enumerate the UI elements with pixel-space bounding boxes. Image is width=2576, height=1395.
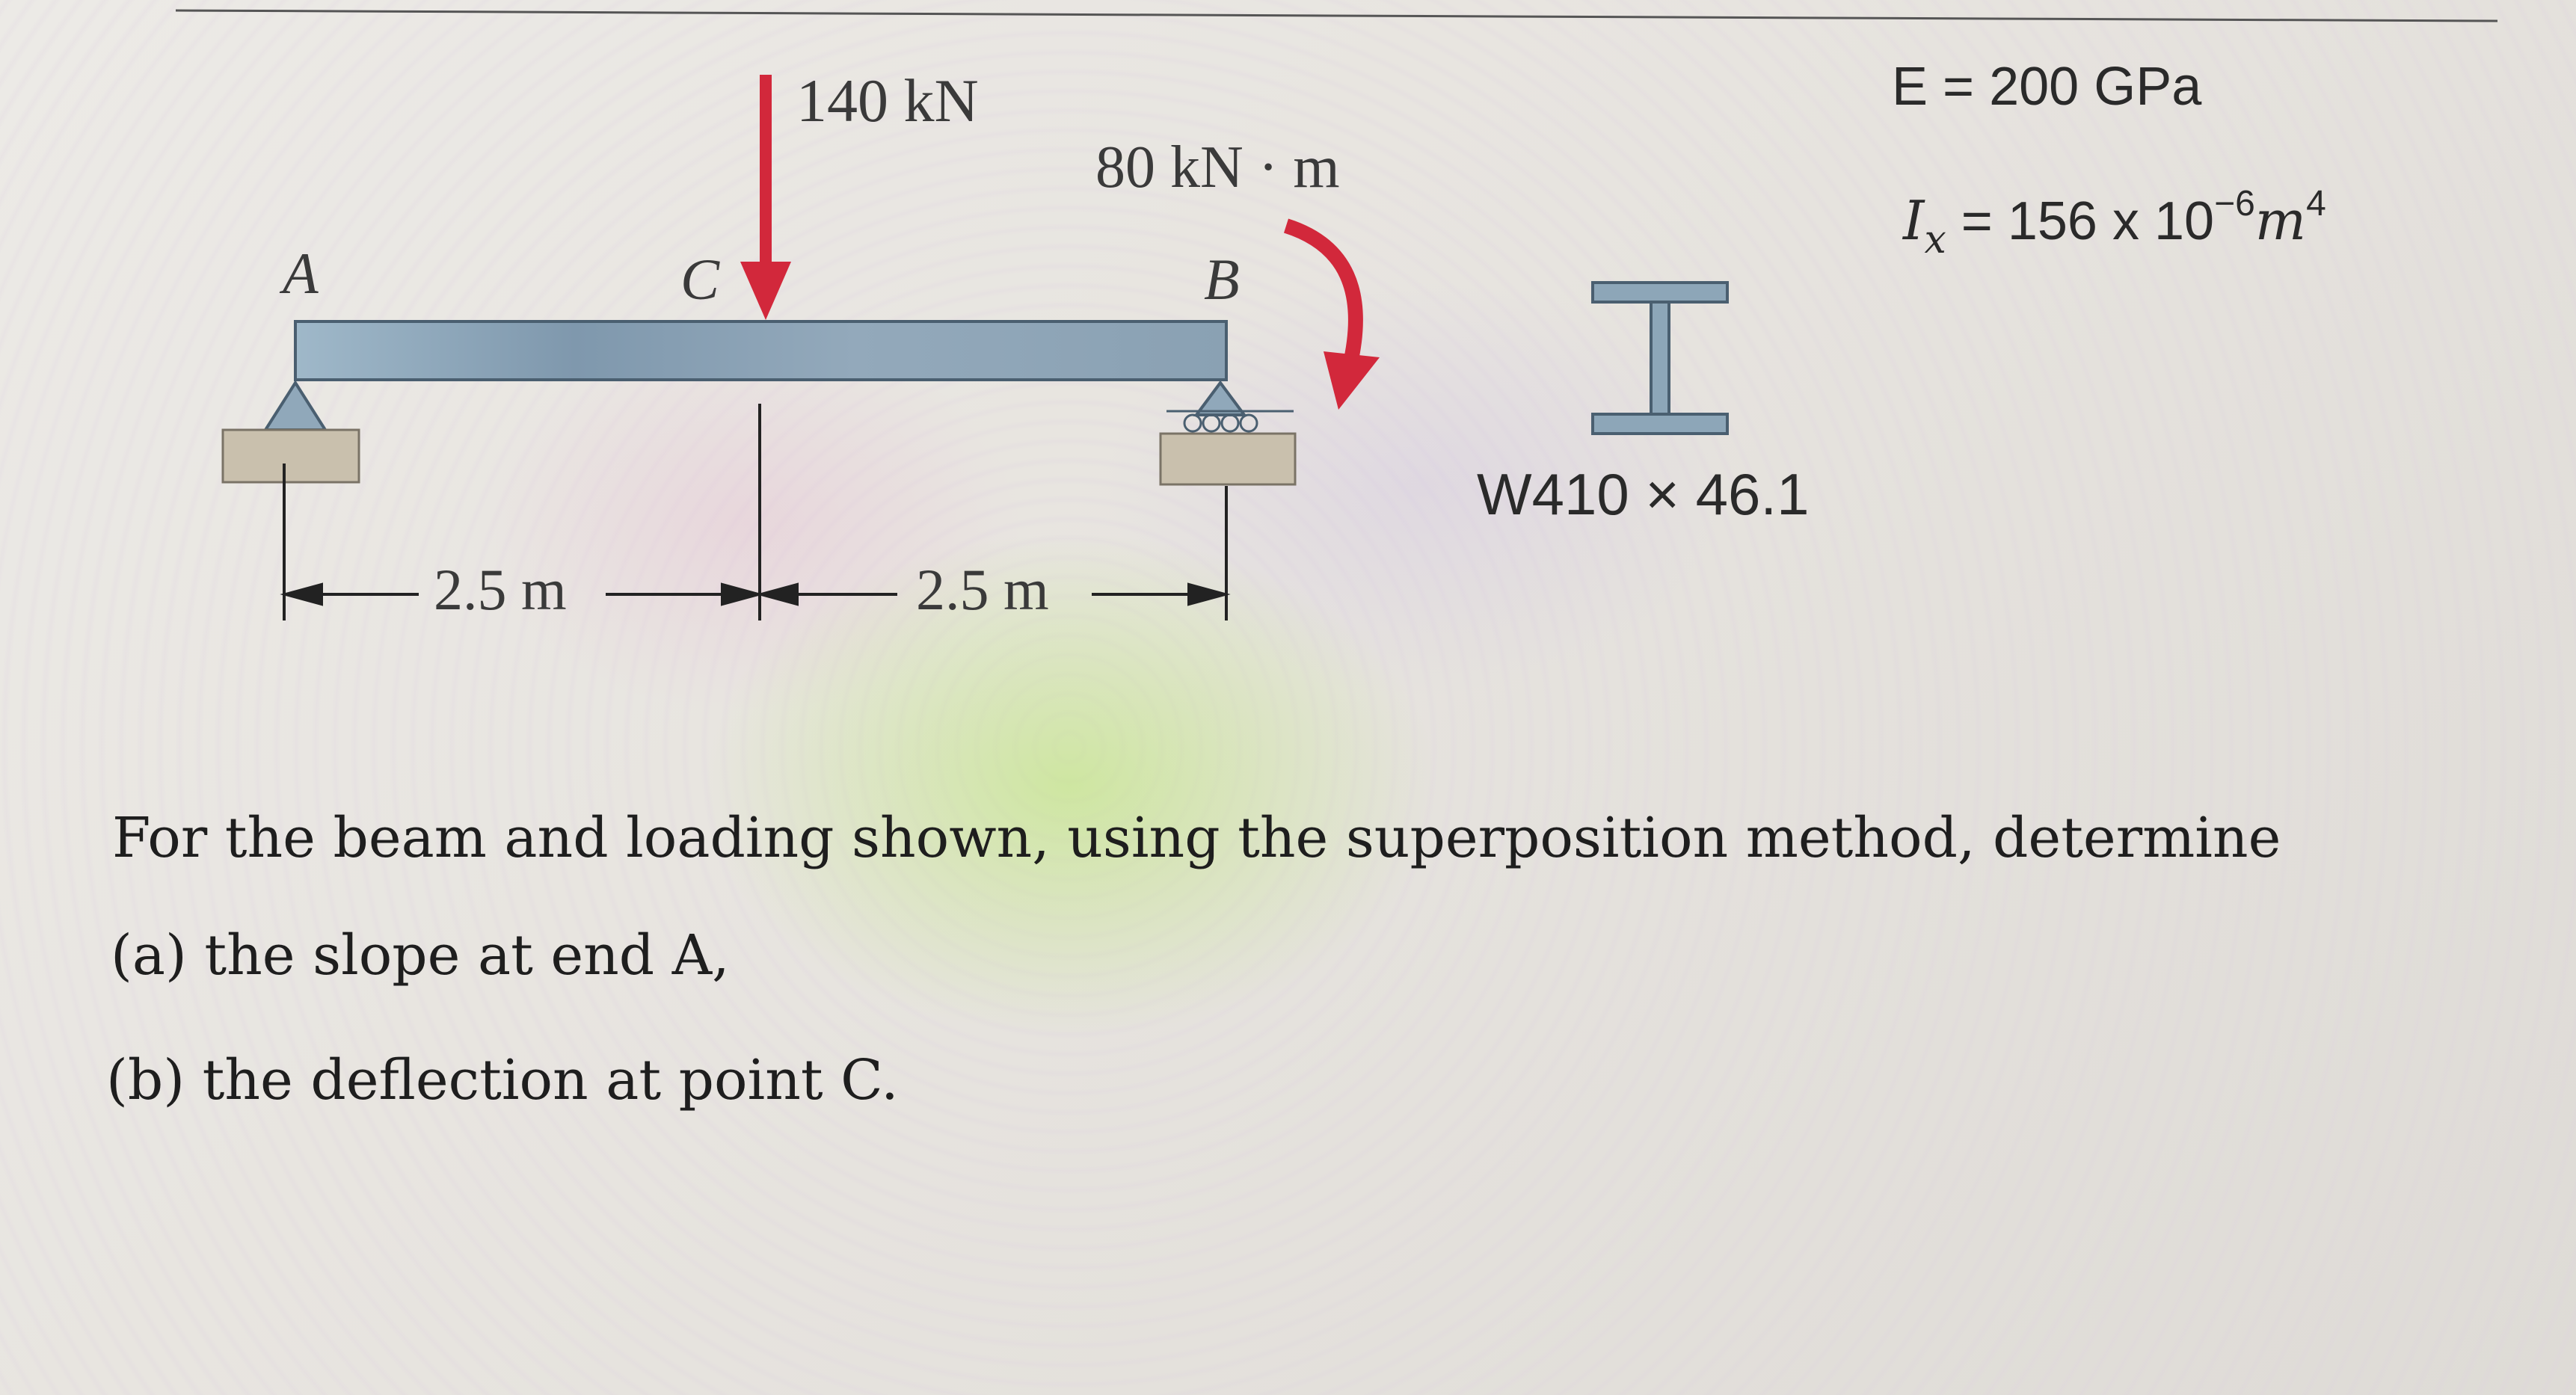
question-part-a: (a) the slope at end A,: [111, 923, 730, 988]
point-label-c: C: [680, 247, 720, 312]
inertia-unit-exponent: 4: [2306, 184, 2326, 224]
inertia-value: = 156 x 10: [1946, 191, 2214, 251]
beam: [294, 320, 1228, 381]
inertia-unit: m: [2255, 189, 2306, 252]
inertia-symbol: I: [1902, 189, 1925, 252]
dimension-lines: [280, 404, 1231, 620]
section-label: W410 × 46.1: [1477, 461, 1809, 527]
modulus-label: E = 200 GPa: [1892, 57, 2202, 117]
load-label: 140 kN: [796, 67, 979, 135]
inertia-exponent: −6: [2214, 184, 2255, 224]
inertia-subscript: x: [1924, 218, 1946, 262]
i-beam-section-icon: [1591, 281, 1729, 435]
top-rule: [175, 9, 2498, 22]
moment-arrow: [1283, 218, 1380, 410]
moment-label: 80 kN · m: [1095, 135, 1340, 200]
question-intro: For the beam and loading shown, using th…: [112, 806, 2281, 870]
point-label-b: B: [1204, 247, 1240, 312]
dimension-label-right: 2.5 m: [916, 557, 1049, 622]
inertia-label: Ix = 156 x 10−6m4: [1902, 184, 2326, 262]
pin-support-a: [221, 380, 360, 484]
question-part-b: (b) the deflection at point C.: [106, 1048, 899, 1112]
point-label-a: A: [279, 241, 319, 306]
dimension-label-left: 2.5 m: [434, 557, 567, 622]
roller-support-b: [1159, 380, 1297, 486]
load-arrow: [740, 75, 791, 320]
